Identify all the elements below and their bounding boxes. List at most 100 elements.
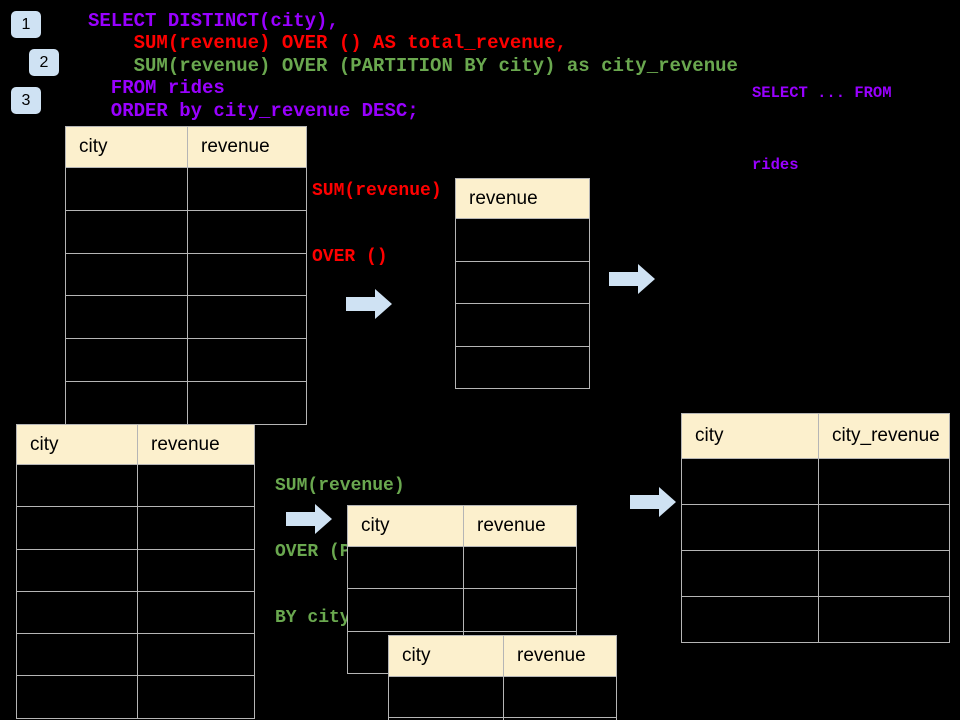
column-header-revenue: revenue bbox=[137, 425, 254, 464]
table-row bbox=[456, 218, 589, 261]
table-row bbox=[682, 596, 949, 642]
empty-cell bbox=[818, 597, 949, 642]
table-row bbox=[17, 464, 254, 507]
table-row bbox=[66, 295, 306, 339]
empty-cell bbox=[818, 459, 949, 504]
column-header-city: city bbox=[66, 127, 187, 167]
empty-cell bbox=[682, 459, 818, 504]
empty-cell bbox=[17, 592, 137, 633]
side-note-line: SELECT ... FROM bbox=[752, 84, 892, 102]
empty-cell bbox=[463, 589, 576, 631]
empty-cell bbox=[818, 551, 949, 596]
empty-cell bbox=[17, 465, 137, 506]
step-badge-2: 2 bbox=[29, 49, 59, 76]
empty-cell bbox=[682, 551, 818, 596]
sql-code-block: SELECT DISTINCT(city), SUM(revenue) OVER… bbox=[88, 10, 738, 122]
empty-cell bbox=[66, 382, 187, 424]
empty-cell bbox=[66, 211, 187, 253]
empty-cell bbox=[17, 550, 137, 591]
annotation-sum-over-all: SUM(revenue) OVER () bbox=[312, 136, 442, 312]
column-header-city: city bbox=[348, 506, 463, 546]
table-row bbox=[456, 345, 589, 389]
table-row bbox=[389, 717, 616, 720]
empty-cell bbox=[187, 168, 306, 210]
sql-code-line: SUM(revenue) OVER () AS total_revenue, bbox=[88, 32, 567, 55]
empty-cell bbox=[66, 296, 187, 338]
column-header-city: city bbox=[17, 425, 137, 464]
empty-cell bbox=[682, 505, 818, 550]
step-badge-3: 3 bbox=[11, 87, 41, 114]
column-header-revenue: revenue bbox=[503, 636, 616, 676]
table-row bbox=[456, 303, 589, 346]
empty-cell bbox=[389, 677, 503, 717]
table-row bbox=[17, 633, 254, 676]
empty-cell bbox=[456, 347, 589, 389]
empty-cell bbox=[187, 210, 306, 253]
empty-cell bbox=[348, 547, 463, 588]
empty-cell bbox=[66, 254, 187, 296]
empty-cell bbox=[187, 296, 306, 339]
empty-cell bbox=[137, 676, 254, 718]
empty-cell bbox=[17, 507, 137, 548]
empty-cell bbox=[187, 381, 306, 424]
empty-cell bbox=[503, 677, 616, 717]
column-header-city_revenue: city_revenue bbox=[818, 414, 949, 458]
side-note-line: rides bbox=[752, 156, 799, 174]
empty-cell bbox=[17, 634, 137, 675]
table-row bbox=[348, 546, 576, 589]
table-row bbox=[66, 209, 306, 253]
empty-cell bbox=[66, 168, 187, 210]
empty-cell bbox=[187, 339, 306, 381]
empty-cell bbox=[456, 262, 589, 304]
sql-side-note: SELECT ... FROM rides bbox=[752, 33, 892, 225]
arrow-right-icon bbox=[286, 504, 332, 534]
empty-cell bbox=[66, 339, 187, 381]
arrow-right-icon bbox=[609, 264, 655, 294]
table-total-revenue: revenue bbox=[455, 178, 590, 389]
arrow-right-icon bbox=[630, 487, 676, 517]
empty-cell bbox=[682, 597, 818, 642]
table-row bbox=[66, 380, 306, 424]
table-row bbox=[17, 590, 254, 634]
empty-cell bbox=[187, 253, 306, 296]
column-header-revenue: revenue bbox=[456, 179, 589, 218]
empty-cell bbox=[137, 507, 254, 549]
empty-cell bbox=[463, 547, 576, 589]
empty-cell bbox=[137, 549, 254, 591]
column-header-revenue: revenue bbox=[187, 127, 306, 167]
empty-cell bbox=[137, 465, 254, 507]
table-row bbox=[17, 506, 254, 549]
table-header-row: revenue bbox=[456, 179, 589, 218]
empty-cell bbox=[456, 219, 589, 261]
sql-code-line: ORDER by city_revenue DESC; bbox=[88, 99, 419, 122]
sql-code-line: SUM(revenue) OVER (PARTITION BY city) as… bbox=[88, 54, 738, 77]
sql-code-line: SELECT DISTINCT(city), bbox=[88, 10, 339, 32]
table-row bbox=[389, 676, 616, 717]
table-row bbox=[66, 252, 306, 296]
column-header-city: city bbox=[389, 636, 503, 676]
empty-cell bbox=[456, 304, 589, 346]
empty-cell bbox=[17, 676, 137, 717]
column-header-city: city bbox=[682, 414, 818, 458]
empty-cell bbox=[137, 591, 254, 634]
sql-code-line: FROM rides bbox=[88, 77, 225, 100]
table-row bbox=[456, 260, 589, 304]
arrow-right-icon bbox=[346, 289, 392, 319]
empty-cell bbox=[818, 505, 949, 550]
column-header-revenue: revenue bbox=[463, 506, 576, 546]
annotation-line: SUM(revenue) bbox=[312, 181, 442, 201]
table-row bbox=[682, 550, 949, 596]
table-row bbox=[17, 675, 254, 718]
step-badge-1: 1 bbox=[11, 11, 41, 38]
empty-cell bbox=[348, 589, 463, 630]
empty-cell bbox=[137, 634, 254, 676]
